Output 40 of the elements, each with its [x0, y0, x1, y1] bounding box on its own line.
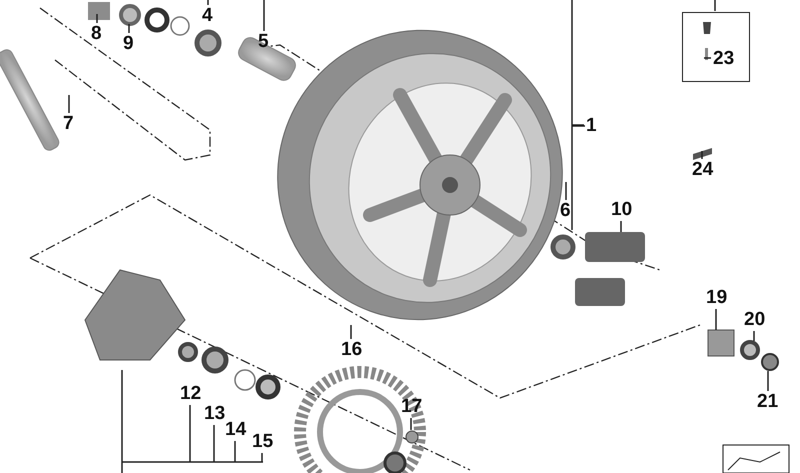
leader-line [96, 14, 98, 23]
leader-line [701, 151, 703, 159]
callout-number: 16 [341, 340, 362, 360]
callout-number: 20 [744, 310, 766, 330]
callout-number: 23 [713, 49, 734, 69]
callout-number: 17 [401, 397, 422, 417]
leader-line [128, 24, 130, 33]
callout-number: 19 [706, 288, 728, 308]
callout-number: 1 [586, 116, 597, 136]
callout-number: 12 [180, 384, 202, 404]
leader-line [68, 95, 70, 113]
leader-line [350, 325, 352, 339]
leader-line [572, 125, 585, 127]
leader-line [207, 0, 209, 5]
leader-line [189, 405, 191, 462]
leader-line [261, 453, 263, 462]
leader-line [234, 441, 236, 462]
leader-line [704, 57, 711, 59]
leader-line [620, 221, 622, 232]
callout-number: 8 [91, 24, 102, 44]
callout-number: 6 [560, 201, 571, 221]
callout-number: 10 [611, 200, 632, 220]
callout-number: 13 [204, 404, 226, 424]
callout-number: 14 [225, 420, 246, 440]
callout-number: 5 [258, 32, 269, 52]
callout-number: 7 [63, 114, 74, 134]
leader-line [714, 0, 716, 11]
callout-number: 4 [202, 6, 213, 26]
leader-line [767, 371, 769, 391]
leader-line [410, 418, 412, 430]
callout-number: 21 [757, 392, 778, 412]
callout-number: 9 [123, 34, 134, 54]
leader-line [715, 309, 717, 330]
leader-line [263, 24, 265, 31]
frame-box [682, 12, 750, 82]
callout-number: 15 [252, 432, 274, 452]
leader-line [213, 425, 215, 462]
leader-line [753, 331, 755, 341]
callout-number: 24 [692, 160, 714, 180]
leader-line [565, 182, 567, 200]
